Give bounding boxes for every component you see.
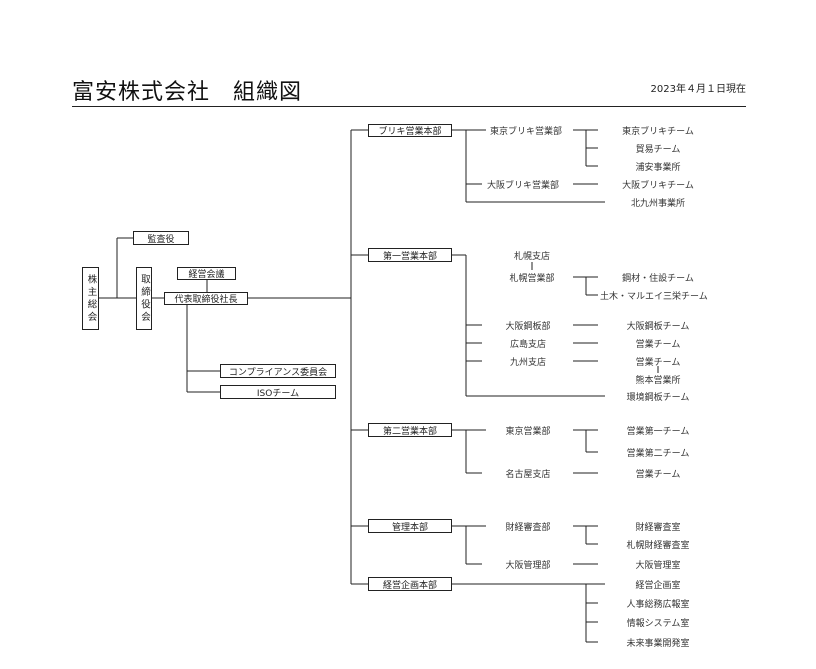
nagoya-sales-team: 営業チーム bbox=[635, 470, 681, 480]
sales-team-1: 営業第一チーム bbox=[626, 427, 690, 437]
iso-team-box: ISOチーム bbox=[220, 385, 336, 399]
page-title: 富安株式会社 組織図 bbox=[72, 80, 303, 105]
as-of-date: 2023年４月１日現在 bbox=[650, 84, 746, 95]
kitakyushu-office: 北九州事業所 bbox=[630, 199, 685, 209]
tokyo-sales-dept: 東京営業部 bbox=[505, 427, 551, 437]
sapporo-branch: 札幌支店 bbox=[513, 252, 550, 262]
tinplate-sales-division-box: ブリキ営業本部 bbox=[368, 124, 452, 137]
osaka-tinplate-dept: 大阪ブリキ営業部 bbox=[487, 181, 560, 191]
steel-housing-team: 鋼材・住設チーム bbox=[622, 274, 694, 284]
kyushu-sales-team: 営業チーム bbox=[635, 358, 681, 368]
hr-general-pr-room: 人事総務広報室 bbox=[626, 600, 690, 610]
sapporo-finance-audit-room: 札幌財経審査室 bbox=[626, 541, 690, 551]
finance-audit-room: 財経審査室 bbox=[635, 523, 681, 533]
finance-audit-dept: 財経審査部 bbox=[505, 523, 551, 533]
kumamoto-office: 熊本営業所 bbox=[635, 376, 681, 386]
administration-division-box: 管理本部 bbox=[368, 519, 452, 533]
board-of-directors-box: 取締役会 bbox=[136, 267, 152, 330]
corporate-planning-division-box: 経営企画本部 bbox=[368, 577, 452, 591]
tokyo-tinplate-dept: 東京ブリキ営業部 bbox=[490, 127, 563, 137]
urayasu-office: 浦安事業所 bbox=[635, 163, 681, 173]
tokyo-tinplate-team: 東京ブリキチーム bbox=[622, 127, 694, 137]
information-systems-room: 情報システム室 bbox=[626, 619, 690, 629]
sapporo-sales-dept: 札幌営業部 bbox=[509, 274, 555, 284]
osaka-steel-plate-dept: 大阪鋼板部 bbox=[505, 322, 551, 332]
civil-engineering-team: 土木・マルエイ三栄チーム bbox=[600, 292, 708, 302]
hiroshima-sales-team: 営業チーム bbox=[635, 340, 681, 350]
nagoya-branch: 名古屋支店 bbox=[505, 470, 551, 480]
management-meeting-box: 経営会議 bbox=[177, 267, 236, 280]
title-rule bbox=[72, 106, 746, 107]
president-box: 代表取締役社長 bbox=[164, 292, 248, 305]
hiroshima-branch: 広島支店 bbox=[509, 340, 546, 350]
kyushu-branch: 九州支店 bbox=[509, 358, 546, 368]
auditor-box: 監査役 bbox=[133, 231, 189, 245]
osaka-admin-dept: 大阪管理部 bbox=[505, 561, 551, 571]
osaka-admin-room: 大阪管理室 bbox=[635, 561, 681, 571]
trade-team: 貿易チーム bbox=[635, 145, 681, 155]
corporate-planning-room: 経営企画室 bbox=[635, 581, 681, 591]
osaka-tinplate-team: 大阪ブリキチーム bbox=[622, 181, 694, 191]
environmental-steel-team: 環境鋼板チーム bbox=[626, 393, 690, 403]
compliance-committee-box: コンプライアンス委員会 bbox=[220, 364, 336, 378]
sales-team-2: 営業第二チーム bbox=[626, 449, 690, 459]
osaka-steel-plate-team: 大阪鋼板チーム bbox=[626, 322, 690, 332]
first-sales-division-box: 第一営業本部 bbox=[368, 248, 452, 262]
shareholders-meeting-box: 株主総会 bbox=[82, 267, 99, 330]
future-business-dev-room: 未来事業開発室 bbox=[626, 639, 690, 649]
second-sales-division-box: 第二営業本部 bbox=[368, 423, 452, 437]
